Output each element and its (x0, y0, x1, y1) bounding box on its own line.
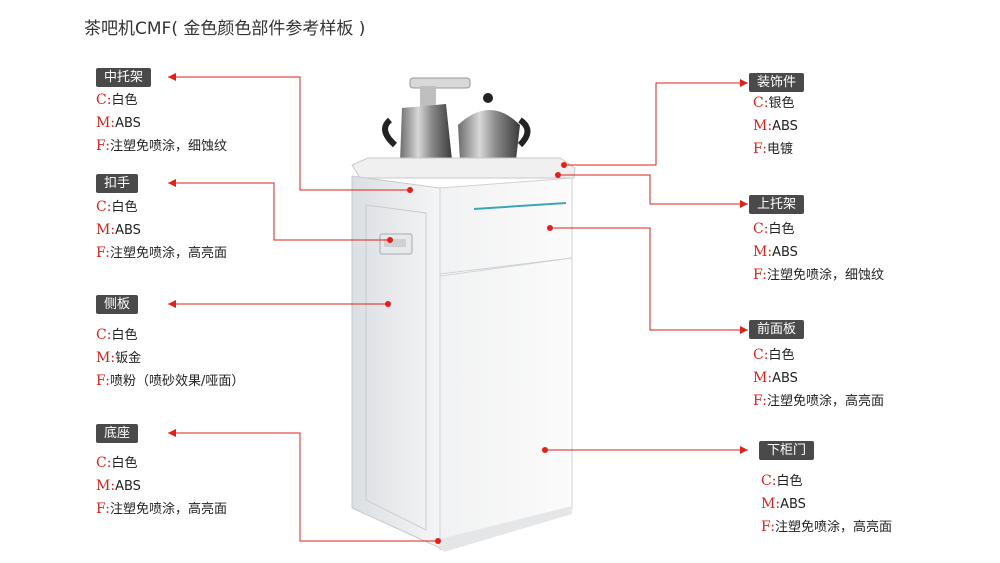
part-spec-lower-door: C:白色 M:ABS F:注塑免喷涂，高亮面 (761, 473, 892, 535)
kettle-right (458, 93, 531, 162)
part-tag-decoration: 装饰件 (749, 73, 805, 92)
part-spec-handle: C:白色 M:ABS F:注塑免喷涂，高亮面 (96, 199, 227, 261)
page-title: 茶吧机CMF( 金色颜色部件参考样板 ) (84, 19, 366, 39)
part-spec-decoration: C:银色 M:ABS F:电镀 (753, 95, 798, 157)
part-tag-middle-tray: 中托架 (96, 68, 152, 87)
part-tag-side-panel: 侧板 (96, 295, 139, 314)
leader-dots (385, 162, 567, 544)
lower-door-shape (439, 257, 573, 551)
part-tag-handle: 扣手 (96, 174, 139, 193)
part-tag-base: 底座 (96, 424, 139, 443)
part-spec-middle-tray: C:白色 M:ABS F:注塑免喷涂，细蚀纹 (96, 92, 227, 154)
part-spec-front-panel: C:白色 M:ABS F:注塑免喷涂，高亮面 (753, 347, 884, 409)
part-tag-lower-door: 下柜门 (759, 441, 815, 460)
part-tag-upper-tray: 上托架 (749, 195, 805, 214)
leader-lines (168, 76, 748, 542)
part-spec-base: C:白色 M:ABS F:注塑免喷涂，高亮面 (96, 455, 227, 517)
part-spec-side-panel: C:白色 M:钣金 F:喷粉（喷砂效果/哑面） (96, 327, 245, 389)
upper-tray-shape (351, 157, 576, 179)
kettle-left (382, 77, 471, 162)
side-panel-shape (351, 175, 441, 549)
arrow-heads (168, 73, 748, 454)
part-spec-upper-tray: C:白色 M:ABS F:注塑免喷涂，细蚀纹 (753, 221, 884, 283)
part-tag-front-panel: 前面板 (749, 320, 805, 339)
